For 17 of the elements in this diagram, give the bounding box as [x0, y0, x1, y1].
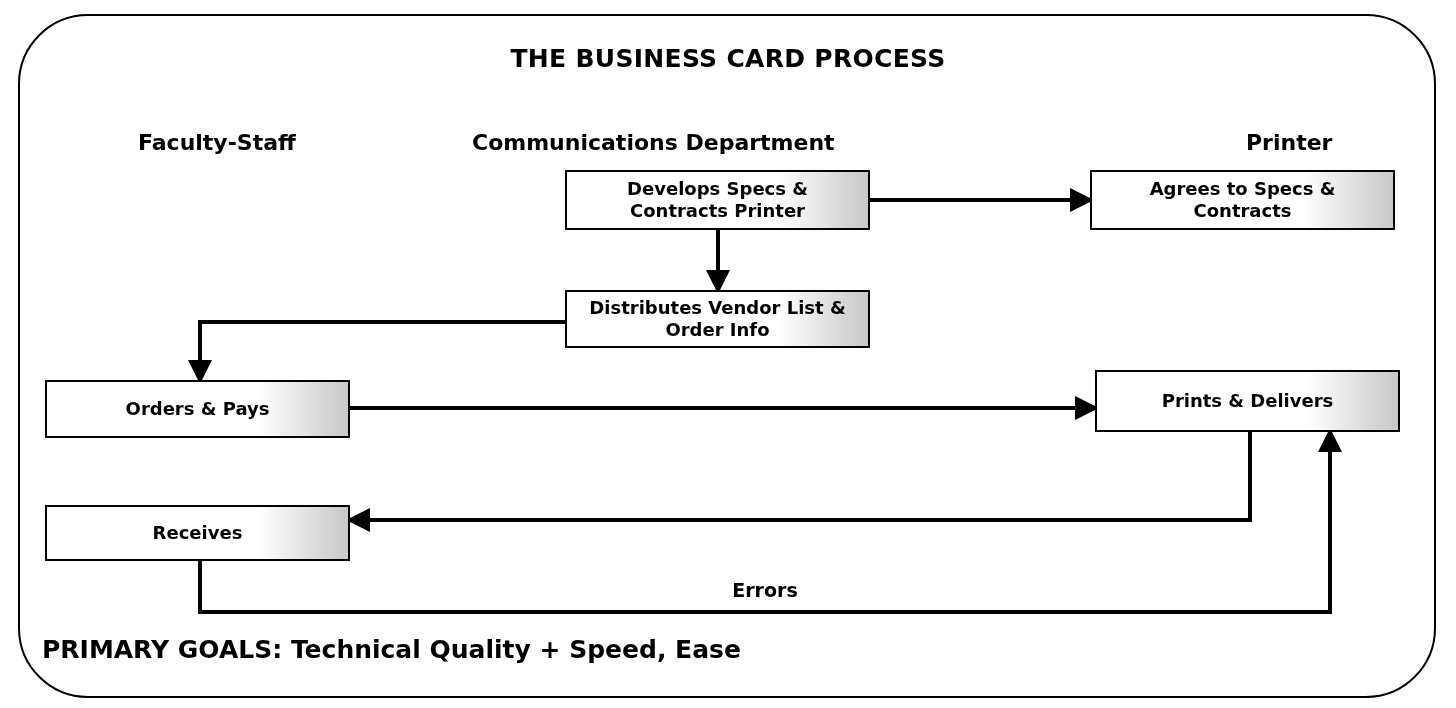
process-box — [45, 505, 350, 561]
box-label: Develops Specs & Contracts Printer — [626, 177, 809, 223]
process-box — [1090, 170, 1395, 230]
process-box — [565, 170, 870, 230]
process-box — [1095, 370, 1400, 432]
box-label: Prints & Delivers — [1161, 389, 1334, 413]
box-label: Orders & Pays — [125, 397, 270, 421]
process-box — [565, 290, 870, 348]
box-label: Agrees to Specs & Contracts — [1148, 177, 1337, 223]
column-heading: Faculty-Staff — [138, 130, 296, 155]
column-heading: Printer — [1246, 130, 1333, 155]
process-box — [45, 380, 350, 438]
column-heading: Communications Department — [472, 130, 835, 155]
goals-note: PRIMARY GOALS: Technical Quality + Speed, Ease — [42, 635, 741, 664]
box-label: Distributes Vendor List & Order Info — [588, 296, 847, 342]
diagram-title: THE BUSINESS CARD PROCESS — [509, 44, 947, 73]
box-label: Receives — [152, 521, 243, 545]
